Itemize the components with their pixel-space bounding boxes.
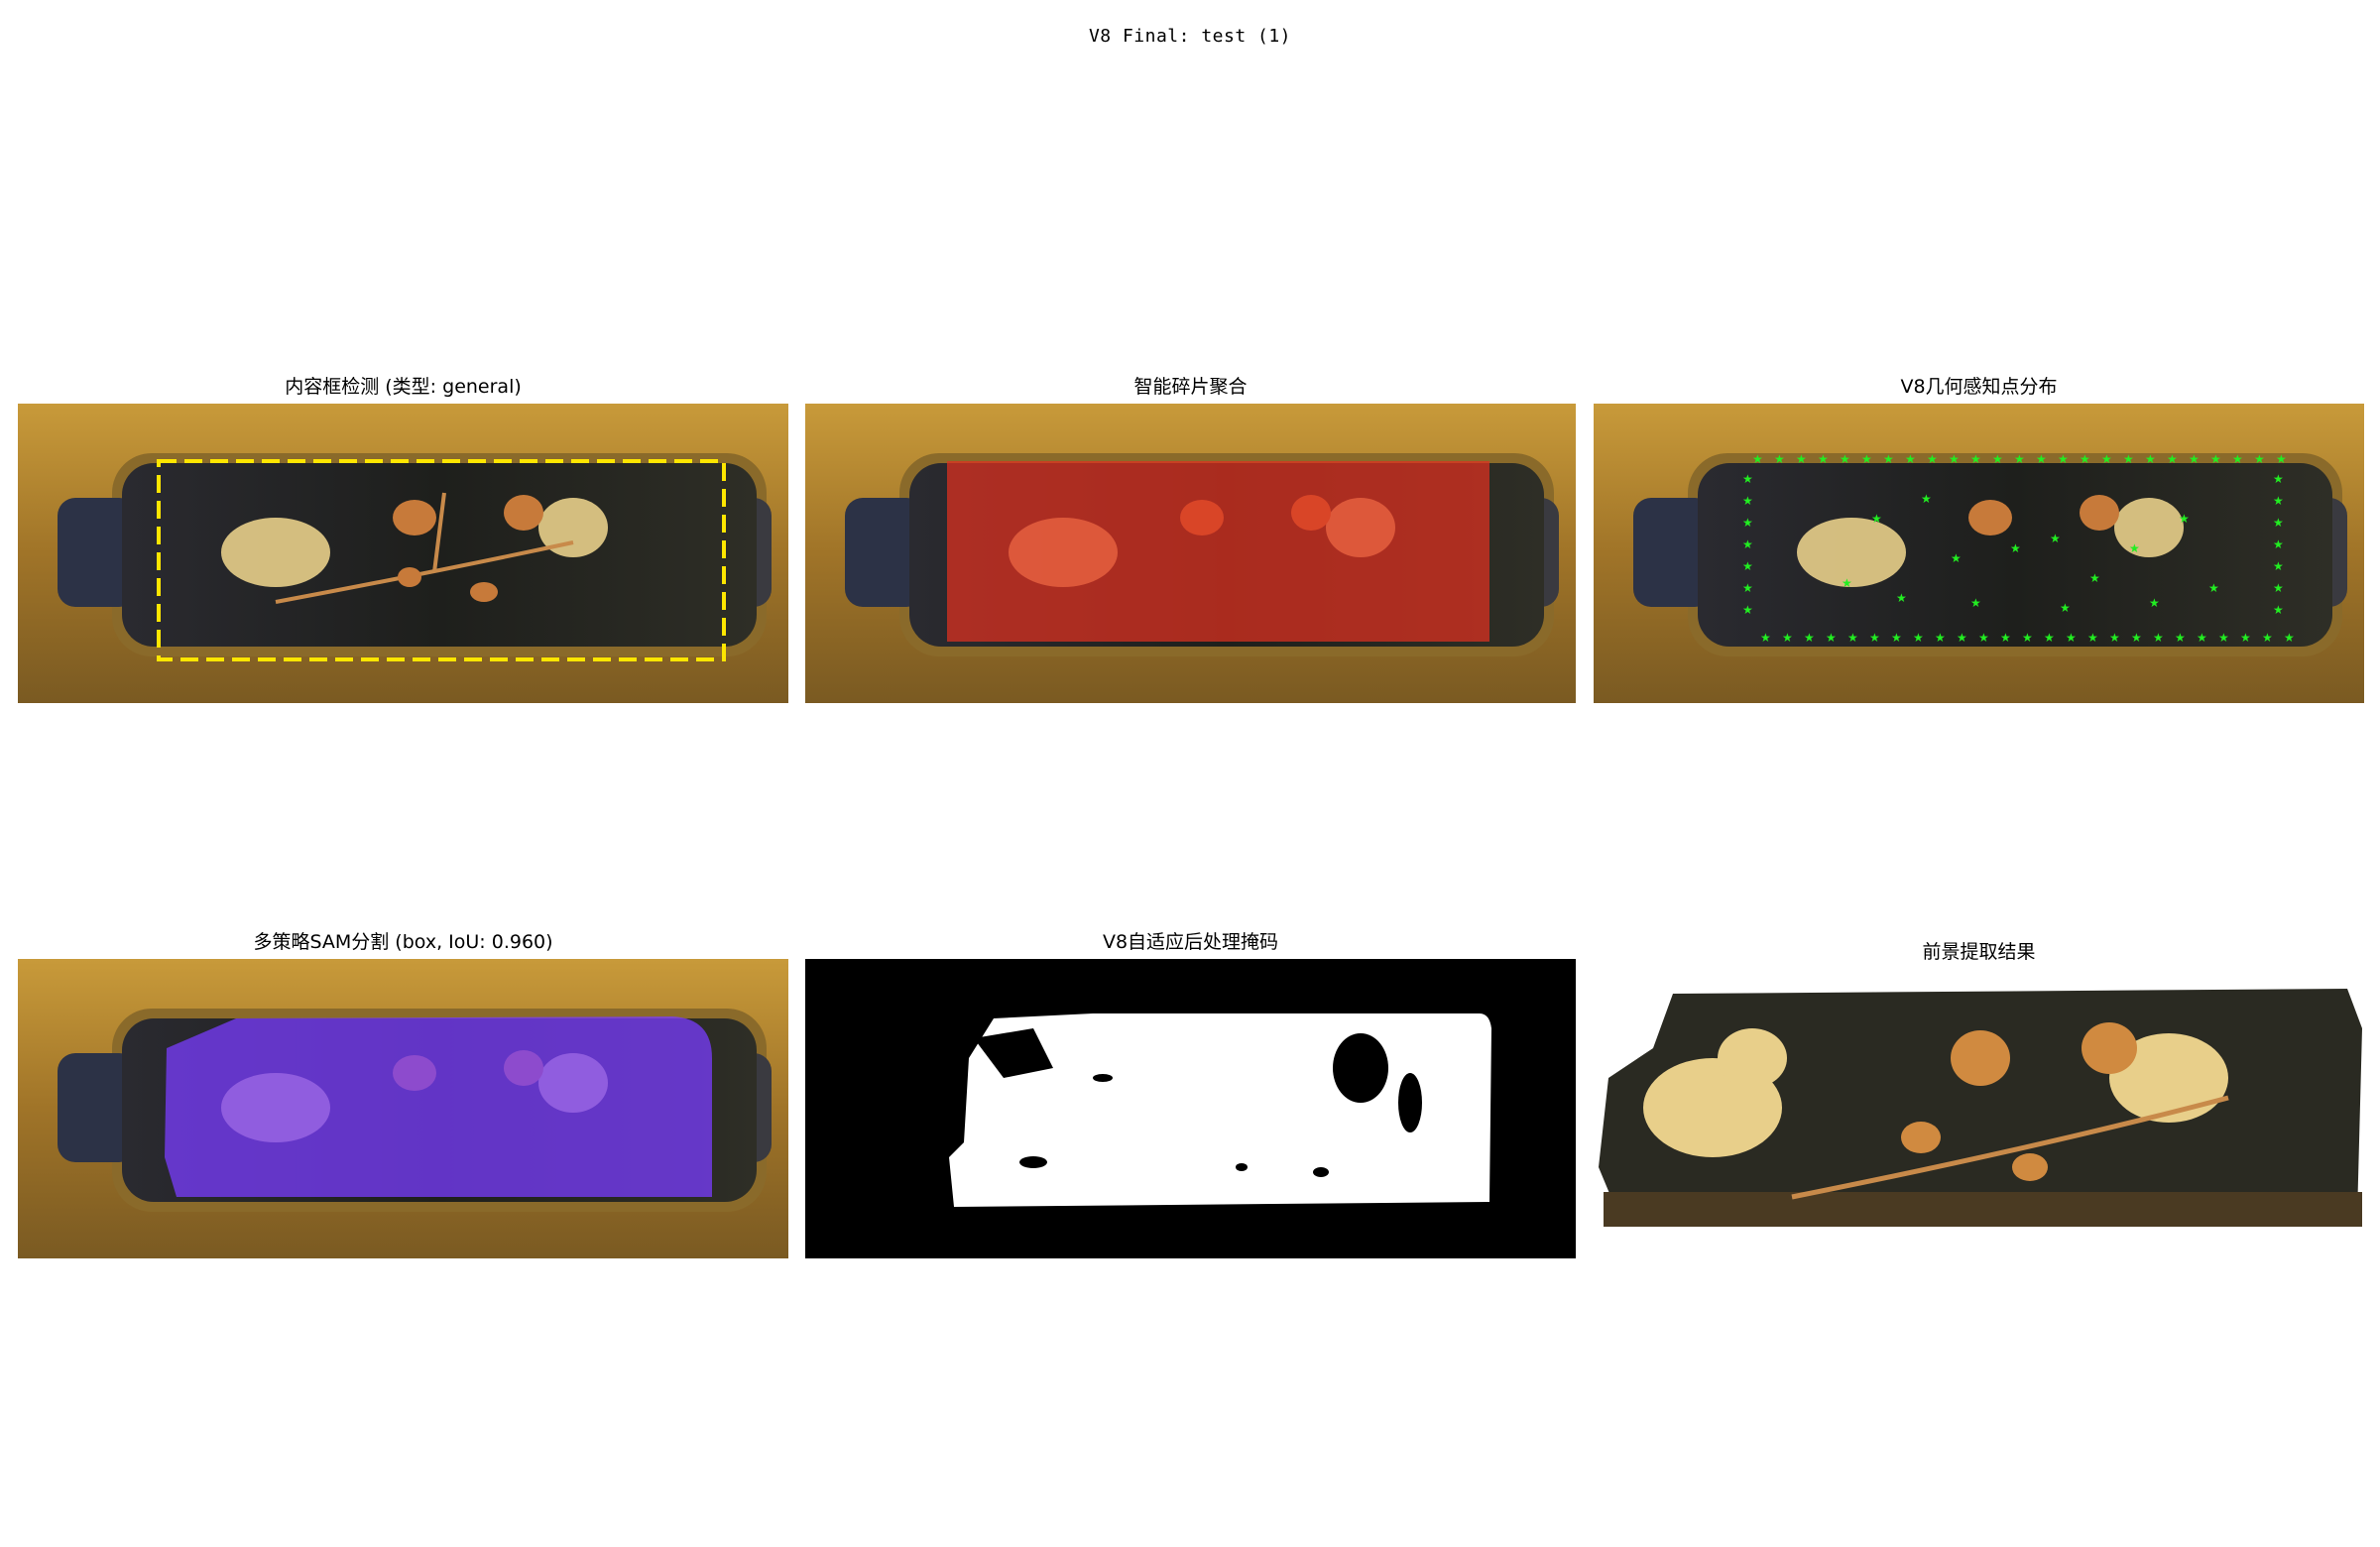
point-marker: ★ [2036, 452, 2047, 466]
point-marker: ★ [2167, 452, 2178, 466]
point-marker: ★ [1970, 452, 1981, 466]
point-marker: ★ [2149, 596, 2160, 610]
panel-title: 内容框检测 (类型: general) [285, 376, 522, 398]
fragment-aggregation-image [805, 404, 1576, 703]
point-marker: ★ [1818, 452, 1829, 466]
point-marker: ★ [1847, 631, 1858, 645]
point-marker: ★ [2123, 452, 2134, 466]
point-marker: ★ [1861, 452, 1872, 466]
point-marker: ★ [2254, 452, 2265, 466]
point-marker: ★ [2273, 559, 2284, 573]
point-marker: ★ [2014, 452, 2025, 466]
point-marker: ★ [2087, 631, 2098, 645]
panel-title: 智能碎片聚合 [1133, 376, 1248, 398]
point-marker: ★ [1752, 452, 1763, 466]
mask-image [805, 959, 1576, 1258]
point-marker: ★ [1970, 596, 1981, 610]
panel-title: V8几何感知点分布 [1900, 376, 2058, 398]
point-marker: ★ [2273, 472, 2284, 486]
point-marker: ★ [1774, 452, 1785, 466]
point-marker: ★ [2273, 494, 2284, 508]
point-marker: ★ [1742, 537, 1753, 551]
point-marker: ★ [2058, 452, 2069, 466]
box-detection-image [18, 404, 788, 703]
point-marker: ★ [2179, 512, 2190, 526]
point-marker: ★ [1957, 631, 1967, 645]
point-marker: ★ [1760, 631, 1771, 645]
point-marker: ★ [2276, 452, 2287, 466]
point-marker: ★ [2273, 603, 2284, 617]
panel-title: 多策略SAM分割 (box, IoU: 0.960) [253, 931, 553, 953]
point-marker: ★ [2080, 452, 2090, 466]
point-marker: ★ [2000, 631, 2011, 645]
point-marker: ★ [1927, 452, 1938, 466]
point-marker: ★ [2175, 631, 2186, 645]
point-marker: ★ [2010, 541, 2021, 555]
panel-adaptive-mask: V8自适应后处理掩码 [805, 927, 1576, 1259]
sam-segmentation-image [18, 959, 788, 1258]
point-marker: ★ [1978, 631, 1989, 645]
point-marker: ★ [1842, 576, 1852, 590]
point-marker: ★ [2273, 516, 2284, 530]
figure-title: V8 Final: test (1) [1088, 26, 1292, 47]
point-marker: ★ [2060, 601, 2071, 615]
point-distribution-image: ★ ★ ★ ★ ★ ★ ★ ★ ★ ★ ★ ★ ★ ★ ★ ★ ★ ★ ★ ★ ★ ★ ★ ★ ★ ★ ★ ★ ★ ★ ★ ★ ★ ★ ★ ★ ★ ★ ★ ★… [1594, 404, 2364, 703]
point-marker: ★ [2109, 631, 2120, 645]
point-marker: ★ [1840, 452, 1850, 466]
point-marker: ★ [2197, 631, 2207, 645]
point-marker: ★ [1871, 512, 1882, 526]
panel-title: V8自适应后处理掩码 [1102, 931, 1279, 953]
point-marker: ★ [2050, 532, 2061, 545]
point-marker: ★ [2284, 631, 2295, 645]
point-marker: ★ [2089, 571, 2100, 585]
point-marker: ★ [1913, 631, 1924, 645]
panel-point-distribution: V8几何感知点分布 ★★★★★★★★★★★★★★★★★★★★★★★★★★★★★★… [1594, 372, 2364, 704]
point-marker: ★ [2208, 581, 2219, 595]
point-marker: ★ [2218, 631, 2229, 645]
point-marker: ★ [1742, 494, 1753, 508]
point-marker: ★ [2262, 631, 2273, 645]
panel-title: 前景提取结果 [1922, 941, 2036, 963]
point-marker: ★ [2066, 631, 2077, 645]
point-marker: ★ [2273, 537, 2284, 551]
point-marker: ★ [1869, 631, 1880, 645]
point-marker: ★ [2022, 631, 2033, 645]
point-marker: ★ [2232, 452, 2243, 466]
point-marker: ★ [2189, 452, 2200, 466]
point-marker: ★ [2145, 452, 2156, 466]
point-marker: ★ [1742, 559, 1753, 573]
panel-content-box-detection: 内容框检测 (类型: general) [18, 372, 788, 704]
point-marker: ★ [1742, 603, 1753, 617]
point-marker: ★ [1782, 631, 1793, 645]
point-marker: ★ [2131, 631, 2142, 645]
point-marker: ★ [2240, 631, 2251, 645]
panel-sam-segmentation: 多策略SAM分割 (box, IoU: 0.960) [18, 927, 788, 1259]
point-marker: ★ [2101, 452, 2112, 466]
point-marker: ★ [1992, 452, 2003, 466]
panel-fragment-aggregation: 智能碎片聚合 [805, 372, 1576, 704]
point-marker: ★ [1826, 631, 1837, 645]
point-marker: ★ [1949, 452, 1960, 466]
point-marker: ★ [1891, 631, 1902, 645]
foreground-extraction-image [1594, 969, 2364, 1254]
point-marker: ★ [1935, 631, 1946, 645]
point-marker: ★ [1896, 591, 1907, 605]
panel-foreground-extraction: 前景提取结果 [1594, 937, 2364, 1254]
point-marker: ★ [1905, 452, 1916, 466]
point-marker: ★ [1804, 631, 1815, 645]
point-marker: ★ [1742, 472, 1753, 486]
point-marker: ★ [2129, 541, 2140, 555]
point-marker: ★ [1883, 452, 1894, 466]
point-marker: ★ [1796, 452, 1807, 466]
point-marker: ★ [1742, 516, 1753, 530]
point-marker: ★ [2273, 581, 2284, 595]
point-marker: ★ [2210, 452, 2221, 466]
point-marker: ★ [1742, 581, 1753, 595]
point-marker: ★ [1951, 551, 1962, 565]
point-marker: ★ [2153, 631, 2164, 645]
point-marker: ★ [2044, 631, 2055, 645]
point-marker: ★ [1921, 492, 1932, 506]
